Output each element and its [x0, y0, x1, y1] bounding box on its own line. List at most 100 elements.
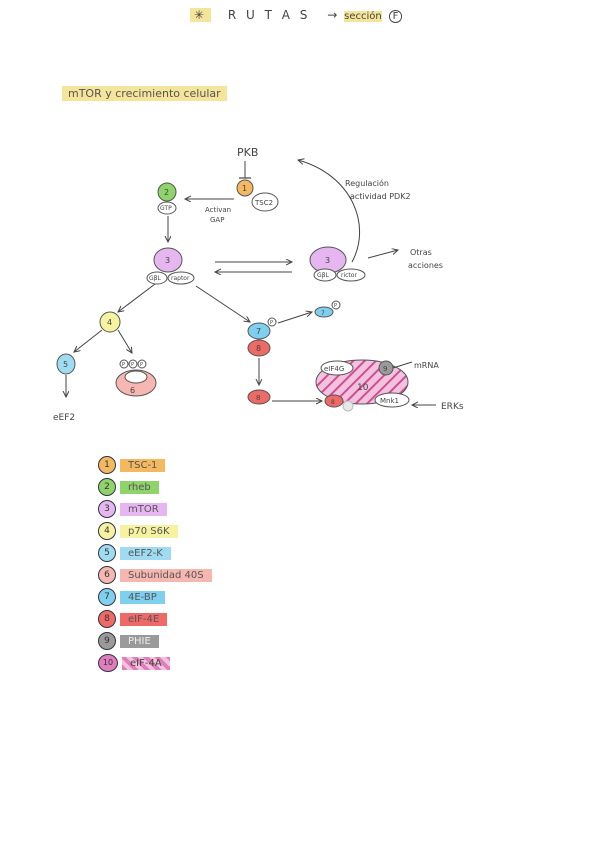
legend-item: 9 PHIE — [98, 630, 212, 652]
free-4ebp-number: 7 — [321, 310, 325, 317]
mnk1-node — [374, 392, 410, 408]
s6k-node — [99, 311, 121, 333]
legend-item: 1 TSC-1 — [98, 454, 212, 476]
complex-eif4e-number: 8 — [331, 399, 335, 406]
free-4ebp-phospho-label: P — [334, 303, 337, 309]
gbl-right-label: GβL — [317, 272, 329, 279]
eif4e-bound-node — [247, 339, 271, 357]
legend-number: 8 — [98, 610, 116, 628]
phospho-3-label: P — [140, 362, 143, 368]
legend-item: 4 p70 S6K — [98, 520, 212, 542]
mnk1-label: Mnk1 — [380, 397, 399, 405]
erks-label: ERKs — [441, 402, 464, 412]
legend-label: rheb — [120, 480, 159, 494]
phospho-2 — [128, 359, 138, 369]
legend: 1 TSC-1 2 rheb 3 mTOR 4 p70 S6K 5 eEF2-K… — [98, 454, 212, 674]
phospho-1 — [119, 359, 129, 369]
tsc1-node — [236, 179, 254, 197]
phie-number: 9 — [383, 365, 387, 373]
legend-number: 9 — [98, 632, 116, 650]
header: ✳ R U T A S → sección F — [190, 8, 403, 23]
mtorc2-number: 3 — [325, 256, 330, 265]
star-icon: ✳ — [190, 8, 212, 22]
eif4a-number: 10 — [357, 383, 369, 393]
legend-item: 6 Subunidad 40S — [98, 564, 212, 586]
legend-label: eEF2-K — [120, 546, 171, 560]
legend-label: Subunidad 40S — [120, 568, 212, 582]
4ebp-node — [247, 322, 271, 340]
eef2k-node — [56, 353, 76, 375]
legend-item: 5 eEF2-K — [98, 542, 212, 564]
eef2-label: eEF2 — [53, 413, 75, 423]
section-word: sección — [344, 11, 382, 22]
4ebp-phospho-label: P — [270, 320, 273, 326]
rictor-label: rictor — [341, 272, 357, 279]
legend-item: 2 rheb — [98, 476, 212, 498]
rheb-number: 2 — [164, 188, 169, 197]
legend-number: 3 — [98, 500, 116, 518]
4ebp-phospho — [267, 317, 277, 327]
legend-number: 10 — [98, 654, 118, 672]
other-actions-arrow — [367, 250, 398, 259]
rheb-node — [157, 182, 177, 202]
legend-number: 5 — [98, 544, 116, 562]
section-letter: F — [388, 10, 403, 23]
other-actions-line2: acciones — [408, 261, 443, 270]
legend-item: 7 4E-BP — [98, 586, 212, 608]
phospho-3 — [137, 359, 147, 369]
free-4ebp-node — [314, 306, 334, 318]
rictor-node — [336, 268, 366, 282]
other-actions-line1: Otras — [410, 248, 432, 257]
raptor-node — [167, 271, 195, 285]
tsc2-node — [251, 192, 279, 212]
regulation-line2: actividad PDK2 — [350, 192, 411, 201]
legend-item: 10 eIF-4A — [98, 652, 212, 674]
header-title: R U T A S — [227, 8, 311, 22]
legend-item: 8 eIF-4E — [98, 608, 212, 630]
arrow-icon: → — [327, 8, 338, 22]
free-eif4e-number: 8 — [256, 394, 260, 402]
phospho-2-label: P — [131, 362, 134, 368]
legend-number: 1 — [98, 456, 116, 474]
raptor-label: raptor — [171, 275, 190, 282]
page-subtitle: mTOR y crecimiento celular — [62, 86, 227, 101]
gbl-left-node — [146, 271, 168, 285]
tsc1-number: 1 — [242, 184, 247, 193]
legend-label: 4E-BP — [120, 590, 165, 604]
mtor-to-4ebp-arrow — [195, 285, 250, 322]
legend-number: 2 — [98, 478, 116, 496]
legend-label: PHIE — [120, 634, 159, 648]
mtorc1-node — [153, 247, 183, 273]
activate-gap-line1: Activan — [205, 206, 231, 214]
legend-label: eIF-4A — [122, 656, 170, 670]
s6k-number: 4 — [107, 318, 112, 327]
pkb-label: PKB — [237, 146, 258, 159]
gbl-right-node — [313, 268, 337, 282]
mtorc1-number: 3 — [165, 256, 170, 265]
complex-eif4e-node — [324, 394, 344, 408]
legend-number: 7 — [98, 588, 116, 606]
eif4e-bound-number: 8 — [256, 344, 261, 353]
gtp-label: GTP — [160, 205, 172, 212]
mtor-to-s6k-arrow — [118, 283, 156, 312]
legend-number: 4 — [98, 522, 116, 540]
phospho-1-label: P — [122, 362, 125, 368]
tsc2-label: TSC2 — [254, 199, 273, 207]
gbl-left-label: GβL — [149, 275, 161, 282]
phospho-site-node — [342, 400, 354, 412]
legend-label: eIF-4E — [120, 612, 168, 626]
ribosome-40s-number: 6 — [130, 386, 135, 395]
activate-gap-line2: GAP — [210, 216, 224, 224]
eif4g-node — [320, 360, 354, 376]
s6k-to-eef2k-arrow — [74, 329, 103, 352]
s6k-to-40s-arrow — [117, 329, 132, 353]
mrna-label: mRNA — [414, 361, 439, 370]
regulation-line1: Regulación — [345, 178, 389, 188]
legend-label: p70 S6K — [120, 524, 178, 538]
eef2k-number: 5 — [63, 360, 68, 369]
feedback-to-pkb-arrow — [298, 160, 361, 263]
4ebp-number: 7 — [256, 327, 261, 336]
rps6-node — [124, 370, 148, 384]
eif4g-label: eIF4G — [324, 365, 344, 373]
